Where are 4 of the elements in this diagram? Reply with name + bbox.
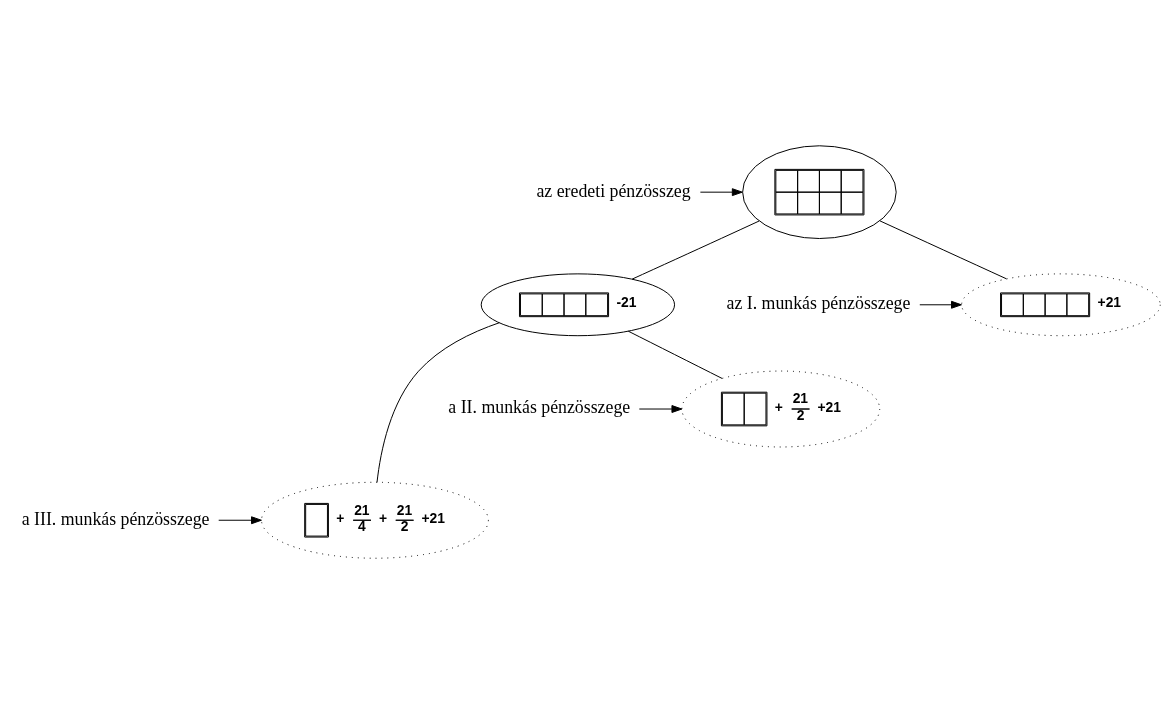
node-text: a II. munkás pénzösszege — [448, 397, 631, 418]
node-text: az I. munkás pénzösszege — [726, 293, 911, 314]
node-text: a III. munkás pénzösszege — [21, 508, 210, 529]
node-text: az eredeti pénzösszeg — [536, 180, 691, 201]
